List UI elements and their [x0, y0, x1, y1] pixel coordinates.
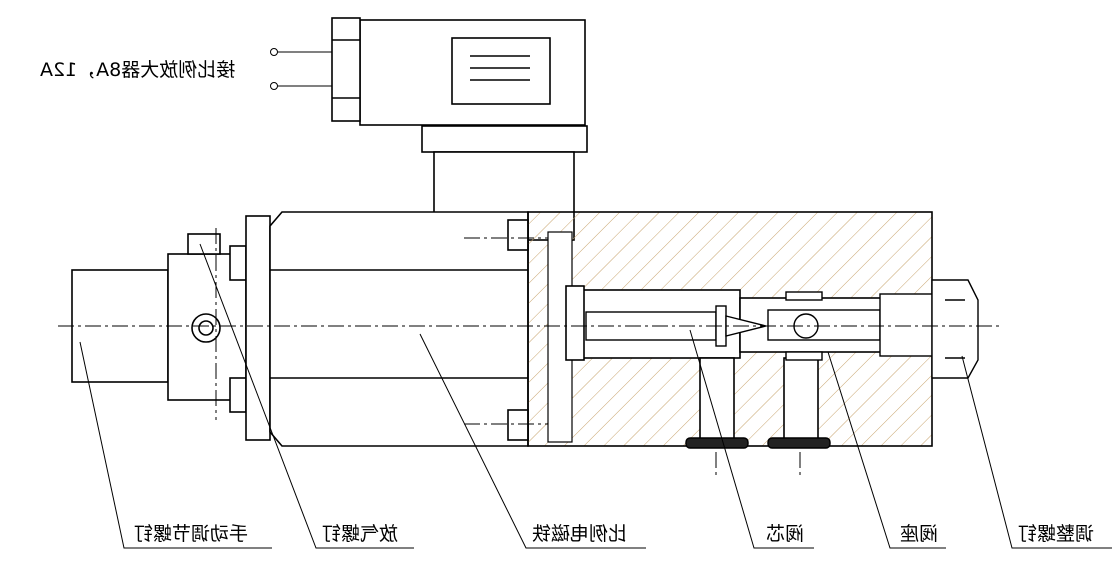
wire-terminals: [270, 48, 332, 90]
port-a: [699, 357, 735, 441]
connector-plug: [331, 17, 588, 241]
label-adjust-screw: 调整螺钉: [1018, 523, 1094, 545]
adjust-nut: [931, 279, 979, 379]
valve-internals: [585, 279, 979, 449]
amplifier-note: 接比例放大器8A，12A: [40, 59, 235, 81]
leader-lines: [79, 243, 1112, 549]
label-valve-core: 阀芯: [766, 523, 804, 545]
manual-adjust-housing: [71, 233, 247, 413]
solenoid-body: [269, 211, 529, 447]
cable-gland: [331, 17, 361, 122]
port-b: [783, 357, 819, 441]
label-proportional-solenoid: 比例电磁铁: [532, 523, 627, 545]
label-valve-seat: 阀座: [900, 523, 938, 545]
plug-window: [451, 37, 551, 105]
flange-plate: [245, 215, 271, 441]
label-manual-adjust-screw: 手动调节螺钉: [134, 523, 248, 545]
plug-base: [421, 125, 588, 153]
label-bleed-screw: 放气螺钉: [322, 523, 398, 545]
centerlines: [58, 228, 1000, 476]
